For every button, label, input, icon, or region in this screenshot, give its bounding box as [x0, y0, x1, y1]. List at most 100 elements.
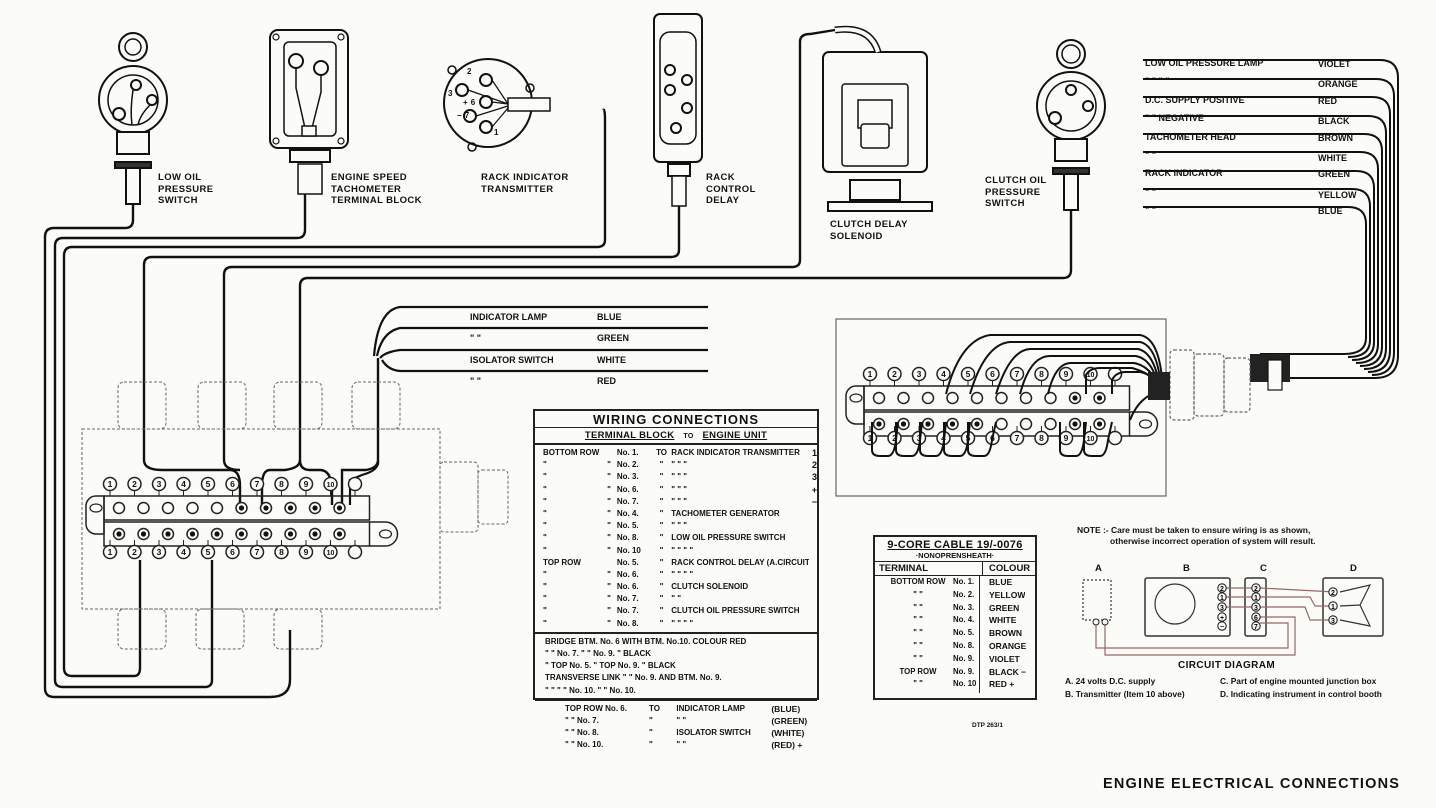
cable-row-colour: BROWN	[989, 628, 1023, 639]
cable-legend-colour: YELLOW	[1318, 189, 1357, 200]
wiring-row: ""No. 3."" " "3	[535, 471, 817, 483]
rack-indicator-transmitter-drawing	[443, 58, 551, 152]
cable-row-label: " "	[913, 602, 923, 612]
bridge-row: " " No. 7. " " No. 9. " BLACK	[545, 649, 652, 658]
wiring-cell: "	[543, 496, 547, 506]
lamp-cell: " " No. 10.	[565, 740, 604, 750]
wiring-cell: "	[659, 545, 664, 555]
lamp-wire-colour: BLUE	[597, 312, 622, 322]
terminal-number: 6	[230, 479, 235, 489]
low-oil-pressure-switch-drawing	[98, 32, 168, 205]
lamp-cell: TO	[649, 703, 660, 713]
terminal-number: 4	[181, 547, 186, 557]
wiring-row: ""No. 2."" " "2	[535, 459, 817, 471]
cable-row-label: " "	[913, 679, 923, 689]
circuit-b-terminal: 2	[1220, 586, 1224, 593]
cable-row-label: " "	[913, 628, 923, 638]
cable-row: " "No. 2.YELLOW	[875, 589, 1035, 602]
wiring-connections-title: WIRING CONNECTIONS	[535, 411, 817, 428]
terminal-number-bubble	[347, 544, 363, 560]
wiring-cell: " " " "	[671, 569, 694, 579]
wiring-cell: No. 1.	[616, 448, 639, 457]
terminal-number: 4	[941, 369, 946, 379]
wiring-cell: "	[607, 569, 611, 579]
cable-legend-label: " " NEGATIVE	[1145, 113, 1204, 124]
right-block-links	[871, 334, 1170, 457]
wiring-cell: "	[607, 594, 611, 604]
lamp-row: " " No. 8."ISOLATOR SWITCH(WHITE)	[535, 727, 817, 739]
circuit-b-terminal: 3	[1220, 605, 1224, 612]
terminal-number: 9	[304, 547, 309, 557]
wiring-cell: No. 6.	[616, 484, 639, 494]
cable-row-colour: WHITE	[989, 615, 1017, 626]
wiring-row: ""No. 8."LOW OIL PRESSURE SWITCH	[535, 532, 817, 544]
cable-legend-colour: BLACK	[1318, 116, 1350, 127]
terminal-number: 10	[1087, 372, 1095, 379]
wiring-cell: "	[607, 472, 611, 482]
wiring-cell: "	[543, 569, 547, 579]
wiring-cell: RACK INDICATOR TRANSMITTER	[671, 448, 800, 457]
cable-row: " "No. 4.WHITE	[875, 614, 1035, 627]
rack-control-delay-drawing	[653, 13, 703, 207]
wiring-cell: "	[659, 484, 664, 494]
lamp-isolator-wires	[340, 305, 708, 505]
wiring-cell: "	[659, 460, 664, 470]
wiring-cell: "	[659, 594, 664, 604]
terminal-number: 2	[132, 479, 137, 489]
terminal-number: 10	[1087, 436, 1095, 443]
terminal-number-bubble	[347, 476, 363, 492]
wiring-cell: No. 7.	[616, 606, 639, 616]
terminal-screw	[995, 417, 1008, 431]
terminal-screw	[872, 391, 886, 405]
terminal-number: 9	[1064, 369, 1069, 379]
label-clutch-oil-pressure-switch: CLUTCH OIL PRESSURE SWITCH	[985, 175, 1047, 209]
lamp-cell: TOP ROW No. 6.	[565, 703, 627, 713]
terminal-screw	[186, 501, 199, 515]
wiring-cell	[809, 581, 817, 593]
wiring-cell: " " "	[671, 521, 688, 531]
terminal-number: 3	[917, 369, 922, 379]
cable-legend-label: LOW OIL PRESSURE LAMP	[1145, 58, 1264, 68]
terminal-screw	[921, 391, 935, 405]
wiring-row: ""No. 7."CLUTCH OIL PRESSURE SWITCH	[535, 605, 817, 617]
wiring-cell: No. 6.	[616, 569, 639, 579]
wiring-cell: " " "	[671, 460, 688, 470]
wiring-cell: " "	[671, 594, 682, 604]
wiring-cell: "	[659, 508, 664, 518]
wiring-cell: "	[607, 508, 611, 518]
bridge-row: TRANSVERSE LINK " " No. 9. AND BTM. No. …	[545, 673, 722, 683]
wiring-row: ""No. 7."" " "−	[535, 496, 817, 508]
wiring-cell: "	[543, 460, 547, 470]
lamp-cell: ISOLATOR SWITCH	[676, 728, 751, 738]
terminal-number: 1	[108, 547, 113, 557]
wiring-row: ""No. 8." " " " "	[535, 618, 817, 630]
transmitter-terminal-2: 2	[467, 67, 472, 76]
cable-row-colour: BLACK −	[989, 666, 1027, 677]
wiring-cell: No. 4.	[616, 508, 639, 518]
lamp-row: " " No. 7." " "(GREEN)	[535, 715, 817, 727]
wiring-cell	[809, 593, 817, 605]
circuit-diagram-title: CIRCUIT DIAGRAM	[1178, 660, 1276, 671]
terminal-screw	[970, 391, 984, 405]
circuit-c-terminal: 3	[1254, 605, 1258, 612]
wiring-cell: No. 5.	[616, 557, 639, 567]
cable-row-colour: ORANGE	[989, 640, 1027, 651]
wiring-cell: TOP ROW	[543, 557, 581, 567]
cable-row-terminal: No. 8.	[953, 640, 975, 650]
circuit-c-terminal: 6	[1254, 615, 1258, 622]
page-title: ENGINE ELECTRICAL CONNECTIONS	[1103, 776, 1401, 792]
lamp-wire-label: " "	[470, 333, 482, 343]
wiring-cell: −	[811, 496, 817, 507]
terminal-screw	[897, 391, 910, 405]
wiring-cell: "	[543, 606, 547, 616]
wiring-cell	[809, 569, 817, 581]
label-rack-indicator-transmitter: RACK INDICATOR TRANSMITTER	[481, 172, 569, 195]
wiring-cell: 3	[811, 472, 817, 483]
cable-row-terminal: No. 3.	[953, 602, 975, 612]
terminal-number: 10	[327, 482, 335, 489]
nine-core-cable-table: 9-CORE CABLE 19/-0076 ·NONOPRENSHEATH· T…	[873, 535, 1037, 700]
lamp-cell: (BLUE)	[771, 703, 801, 714]
